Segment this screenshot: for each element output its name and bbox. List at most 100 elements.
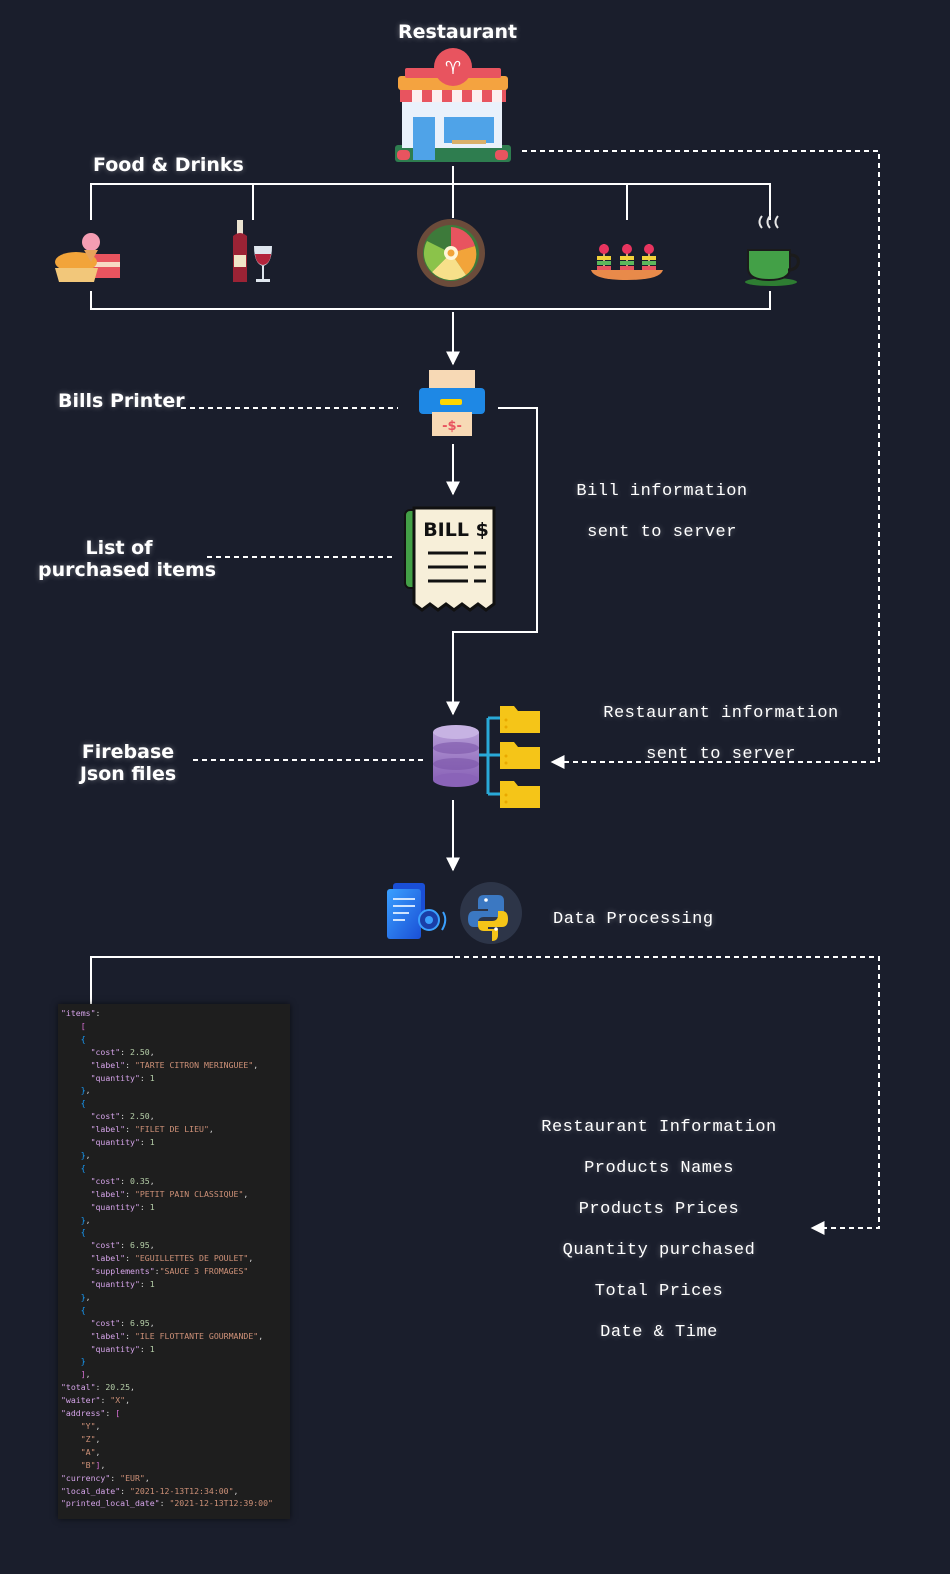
code-line: "label": "FILET DE LIEU", bbox=[58, 1123, 290, 1136]
code-line: } bbox=[58, 1355, 290, 1368]
code-token: 1 bbox=[149, 1137, 155, 1148]
code-token: : bbox=[125, 1188, 135, 1199]
code-token: ] bbox=[95, 1459, 101, 1470]
code-token: "address" bbox=[61, 1408, 106, 1419]
code-token: "local_date" bbox=[61, 1485, 121, 1496]
code-line: "printed_local_date": "2021-12-13T12:39:… bbox=[58, 1497, 290, 1510]
bills-printer-label: Bills Printer bbox=[58, 390, 185, 412]
skewers-icon bbox=[591, 244, 663, 280]
coffee-icon bbox=[745, 215, 800, 286]
code-token: : bbox=[95, 1382, 106, 1393]
code-token: "PETIT PAIN CLASSIQUE" bbox=[134, 1188, 244, 1199]
python-icon bbox=[460, 882, 522, 944]
code-token: 1 bbox=[149, 1072, 155, 1083]
code-line: }, bbox=[58, 1291, 290, 1304]
code-token: : bbox=[120, 1046, 131, 1057]
output-item: Products Prices bbox=[578, 1200, 740, 1219]
code-token: "cost" bbox=[90, 1175, 121, 1186]
code-line: "quantity": 1 bbox=[58, 1343, 290, 1356]
code-token: { bbox=[80, 1033, 86, 1044]
code-token: : bbox=[100, 1395, 111, 1406]
output-item: Restaurant Information bbox=[541, 1118, 777, 1137]
code-token: 1 bbox=[149, 1343, 155, 1354]
rest-info-line1: Restaurant information bbox=[603, 704, 839, 723]
code-token: } bbox=[80, 1356, 86, 1367]
code-token: , bbox=[100, 1459, 106, 1470]
code-token: : bbox=[139, 1072, 150, 1083]
code-token: : bbox=[139, 1279, 150, 1290]
rest-info-line2: sent to server bbox=[646, 745, 796, 764]
restaurant-icon: ♈ bbox=[395, 48, 511, 162]
code-line: "supplements":"SAUCE 3 FROMAGES" bbox=[58, 1265, 290, 1278]
code-token: "quantity" bbox=[90, 1343, 140, 1354]
code-token: , bbox=[258, 1330, 264, 1341]
json-code-panel: "items": [ { "cost": 2.50, "label": "TAR… bbox=[58, 1004, 290, 1519]
code-token: "Y" bbox=[80, 1421, 96, 1431]
code-line: "label": "ILE FLOTTANTE GOURMANDE", bbox=[58, 1330, 290, 1343]
code-token: , bbox=[85, 1291, 91, 1302]
code-line: ], bbox=[58, 1368, 290, 1381]
code-line: "waiter": "X", bbox=[58, 1394, 290, 1407]
code-token: "quantity" bbox=[90, 1279, 140, 1290]
bill-info-line2: sent to server bbox=[587, 523, 737, 542]
code-token: "TARTE CITRON MERINGUEE" bbox=[134, 1059, 254, 1070]
code-line: "Z", bbox=[58, 1433, 290, 1446]
code-token: "label" bbox=[90, 1188, 126, 1199]
code-token: 2.50 bbox=[130, 1046, 150, 1057]
code-token: : bbox=[154, 1266, 160, 1277]
output-item: Products Names bbox=[584, 1159, 734, 1178]
code-line: "cost": 6.95, bbox=[58, 1317, 290, 1330]
code-token: , bbox=[253, 1059, 259, 1070]
code-token: "items" bbox=[61, 1008, 96, 1018]
code-token: , bbox=[233, 1485, 239, 1496]
code-token: "label" bbox=[90, 1253, 126, 1264]
code-line: { bbox=[58, 1226, 290, 1239]
code-token: , bbox=[95, 1446, 101, 1457]
code-token: , bbox=[85, 1085, 91, 1096]
code-token: "SAUCE 3 FROMAGES" bbox=[159, 1266, 249, 1277]
code-line: "label": "PETIT PAIN CLASSIQUE", bbox=[58, 1188, 290, 1201]
firebase-line2: Json files bbox=[79, 763, 177, 785]
bill-icon: BILL $ bbox=[404, 506, 496, 612]
output-item: Quantity purchased bbox=[562, 1241, 756, 1260]
code-token: ] bbox=[80, 1369, 86, 1380]
code-token: "2021-12-13T12:34:00" bbox=[130, 1485, 234, 1496]
code-token: "EUR" bbox=[120, 1472, 145, 1483]
code-token: } bbox=[80, 1085, 86, 1096]
code-token: , bbox=[208, 1124, 214, 1135]
code-token: , bbox=[95, 1433, 101, 1444]
code-token: , bbox=[130, 1382, 135, 1393]
code-line: }, bbox=[58, 1149, 290, 1162]
code-token: : bbox=[120, 1317, 131, 1328]
code-line: "cost": 2.50, bbox=[58, 1110, 290, 1123]
code-token: : bbox=[139, 1137, 150, 1148]
code-token: "cost" bbox=[90, 1317, 121, 1328]
bowl-icon bbox=[417, 219, 485, 287]
code-token: "total" bbox=[61, 1382, 96, 1393]
code-token: } bbox=[80, 1149, 86, 1160]
code-token: "label" bbox=[90, 1059, 126, 1070]
code-token: 1 bbox=[149, 1201, 155, 1212]
code-line: { bbox=[58, 1162, 290, 1175]
code-token: "quantity" bbox=[90, 1137, 140, 1148]
connectors bbox=[90, 166, 771, 1004]
code-line: "quantity": 1 bbox=[58, 1072, 290, 1085]
code-token: , bbox=[149, 1240, 155, 1251]
pastry-icon bbox=[55, 233, 120, 282]
code-token: { bbox=[80, 1162, 86, 1173]
code-token: , bbox=[149, 1111, 155, 1122]
receipt-dollar-text: -$- bbox=[442, 419, 462, 434]
code-token: , bbox=[144, 1472, 150, 1483]
svg-text:♈: ♈ bbox=[445, 58, 461, 79]
code-line: "currency": "EUR", bbox=[58, 1472, 290, 1485]
firebase-line1: Firebase bbox=[81, 741, 175, 763]
code-token: [ bbox=[115, 1408, 121, 1419]
code-token: "2021-12-13T12:39:00" bbox=[169, 1498, 273, 1509]
code-token: "waiter" bbox=[61, 1395, 101, 1406]
restaurant-info-line bbox=[522, 150, 880, 769]
code-token: "X" bbox=[110, 1395, 126, 1406]
code-token: , bbox=[149, 1046, 155, 1057]
code-token: } bbox=[80, 1214, 86, 1225]
code-line: "B"], bbox=[58, 1459, 290, 1472]
bill-title-text: BILL $ bbox=[423, 519, 489, 541]
